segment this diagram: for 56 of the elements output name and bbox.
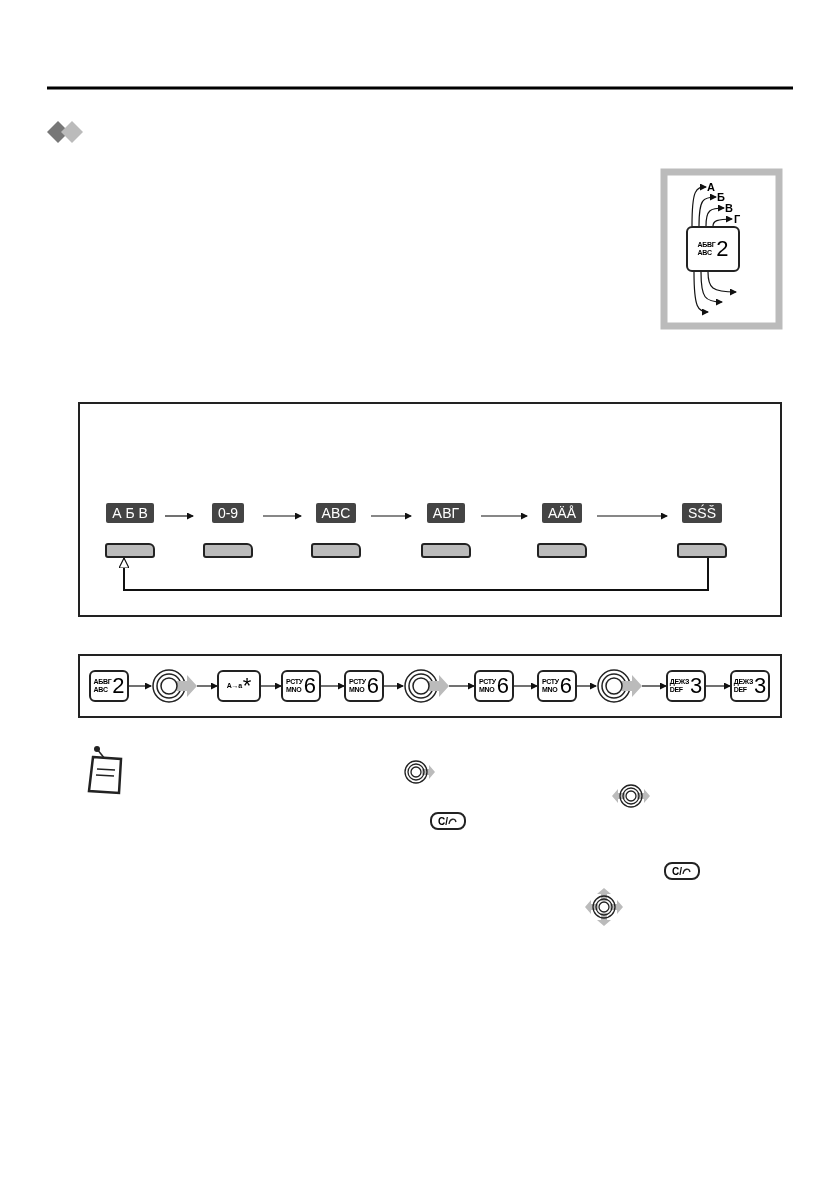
key-button bbox=[217, 670, 261, 702]
key-digit: 6 bbox=[559, 674, 573, 698]
arrow bbox=[196, 682, 218, 690]
arrow bbox=[262, 512, 302, 520]
arrow bbox=[698, 193, 717, 227]
mode-label: А Б В bbox=[106, 503, 154, 523]
arrow bbox=[700, 271, 723, 306]
key-digit: 6 bbox=[496, 674, 510, 698]
arrow bbox=[707, 271, 737, 296]
arrow bbox=[641, 682, 667, 690]
arrow bbox=[128, 682, 152, 690]
arrow bbox=[576, 682, 597, 690]
letter-label: Г bbox=[732, 213, 742, 225]
key-digit: 2 bbox=[112, 674, 125, 698]
key-button bbox=[281, 670, 321, 702]
arrow bbox=[705, 204, 725, 227]
arrow bbox=[712, 215, 733, 227]
joystick-icon bbox=[403, 668, 449, 704]
arrow bbox=[370, 512, 412, 520]
key-digit: 3 bbox=[690, 674, 703, 698]
arrow bbox=[448, 682, 475, 690]
key-button bbox=[730, 670, 770, 702]
arrow bbox=[691, 183, 707, 227]
key-button bbox=[686, 226, 740, 272]
key-button bbox=[474, 670, 514, 702]
clear-key: C/ bbox=[664, 862, 700, 880]
joystick-icon bbox=[151, 668, 197, 704]
key-button bbox=[89, 670, 129, 702]
key-digit: 6 bbox=[303, 674, 317, 698]
mode-label: SŚŠ bbox=[682, 503, 722, 523]
letter-label: В bbox=[724, 202, 734, 214]
mode-label: АВГ bbox=[426, 503, 466, 523]
letter-label: А bbox=[706, 181, 716, 193]
key-button bbox=[666, 670, 706, 702]
mode-label: AÄÅ bbox=[542, 503, 582, 523]
key-button bbox=[344, 670, 384, 702]
letter-label: Б bbox=[716, 191, 726, 203]
key-digit: 6 bbox=[366, 674, 380, 698]
clear-key: C/ bbox=[430, 812, 466, 830]
arrow bbox=[705, 682, 731, 690]
arrow bbox=[260, 682, 282, 690]
arrow bbox=[164, 512, 194, 520]
arrow bbox=[480, 512, 528, 520]
key-digit: 2 bbox=[716, 237, 729, 261]
arrow bbox=[513, 682, 538, 690]
arrow bbox=[596, 512, 668, 520]
key-button bbox=[537, 670, 577, 702]
joystick-icon bbox=[596, 668, 642, 704]
mode-label: ABC bbox=[315, 503, 357, 523]
mode-label: 0-9 bbox=[211, 503, 245, 523]
key-digit: 3 bbox=[754, 674, 767, 698]
arrow bbox=[320, 682, 345, 690]
arrow bbox=[383, 682, 404, 690]
arrow bbox=[118, 557, 709, 591]
arrow bbox=[693, 271, 709, 316]
key-digit: * bbox=[242, 674, 252, 698]
